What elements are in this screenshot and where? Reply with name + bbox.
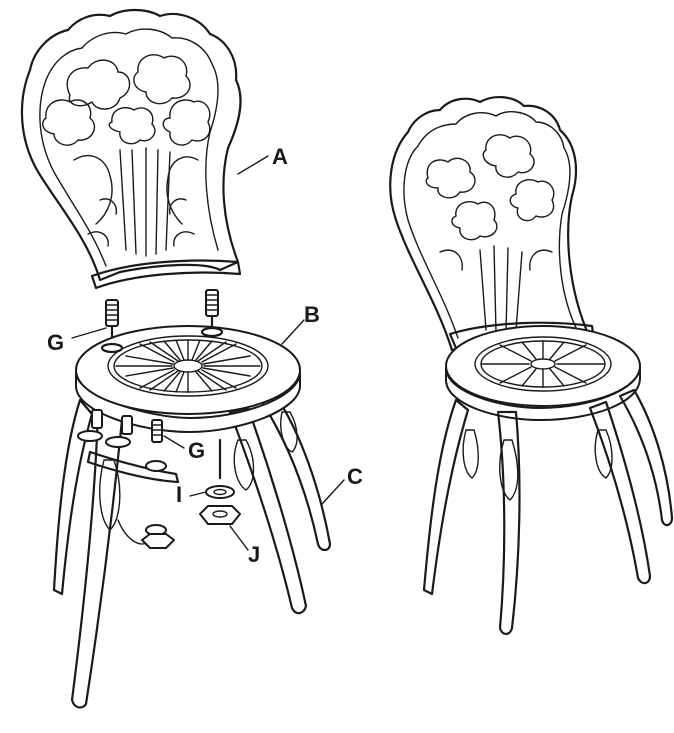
assembled-seat-spokes	[481, 340, 605, 388]
exploded-chair	[20, 8, 345, 709]
bolt-g-left	[105, 299, 119, 342]
backrest-part-a	[20, 8, 242, 290]
leader-lines	[71, 155, 345, 551]
washer-i	[205, 485, 235, 499]
seat-part-b	[75, 325, 301, 433]
nut-j	[199, 505, 241, 525]
callout-b-label: B	[304, 302, 320, 327]
assembled-chair	[389, 96, 674, 636]
callout-g-bottom-label: G	[188, 438, 206, 463]
callout-i-label: I	[176, 482, 183, 507]
seat-spokes	[115, 339, 261, 393]
callout-j-label: J	[248, 542, 261, 567]
legs-part-c	[52, 394, 332, 709]
bolt-g-right	[205, 289, 219, 332]
hardware-under-seat	[77, 409, 241, 549]
callout-g-top-label: G	[47, 330, 65, 355]
callout-a-label: A	[272, 144, 288, 169]
callout-c-label: C	[347, 464, 363, 489]
